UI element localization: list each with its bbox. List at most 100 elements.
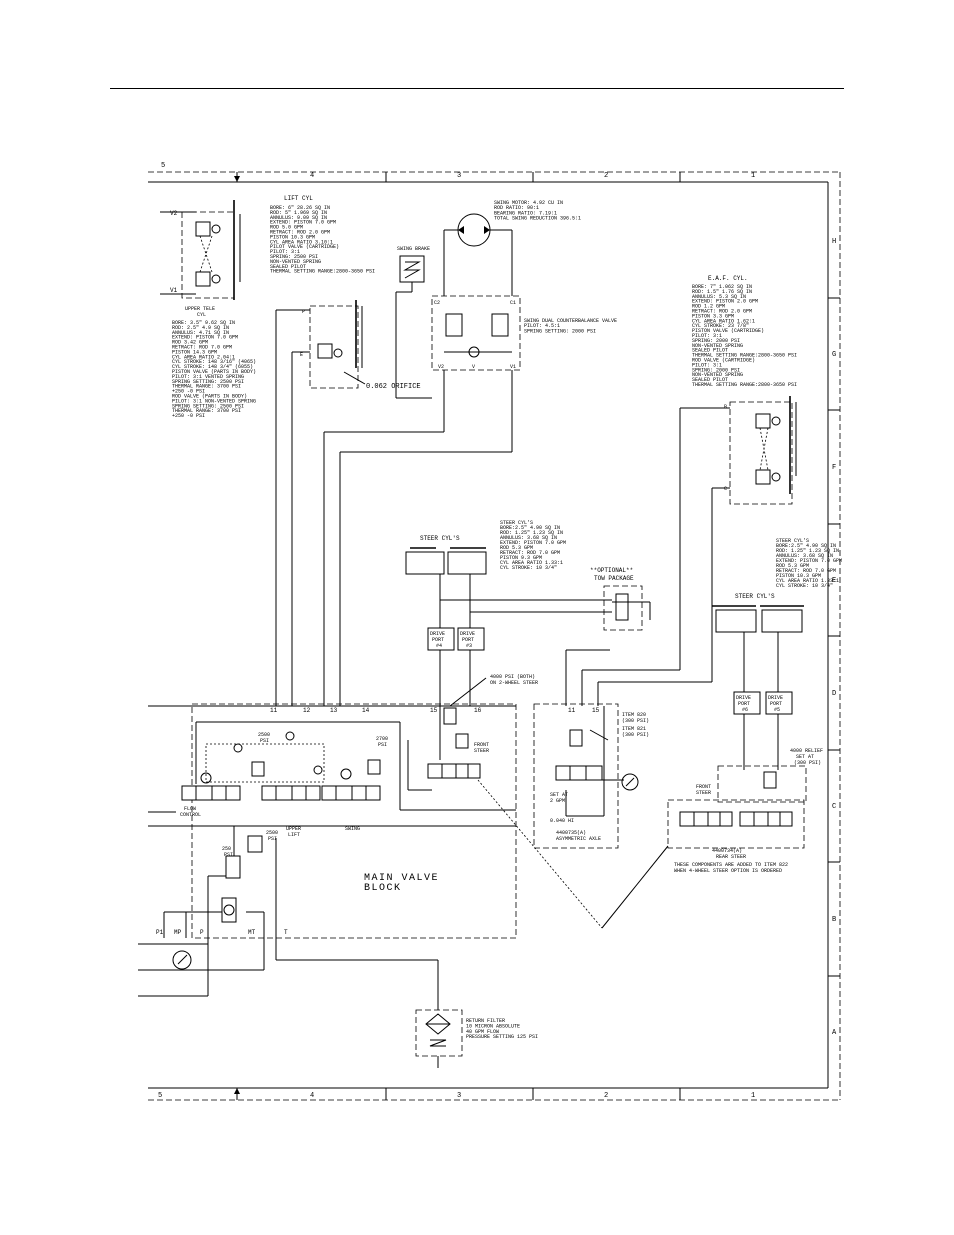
eaf-title: E.A.F. CYL.	[708, 275, 748, 282]
filter-spec-line: RETURN FILTER	[466, 1018, 505, 1024]
swing-port-c1: C1	[510, 300, 516, 306]
aux-gauge-icon	[621, 773, 639, 791]
zone-row-h: H	[832, 238, 836, 246]
eaf-spec-line: RETRACT: ROD 2.0 GPM	[692, 309, 752, 315]
rear-steer-spec-line: PISTON 10.3 GPM	[776, 573, 821, 579]
zone-row-g: G	[832, 351, 836, 359]
aux-flow-l2: 2 GPM	[550, 798, 565, 804]
port-v2: V2	[170, 210, 178, 217]
rear-relief-l1: 4000 RELIEF	[790, 748, 823, 754]
eaf-spec-line: ROD VALVE (CARTRIDGE)	[692, 358, 755, 364]
eaf-port-b: B	[724, 404, 727, 410]
eaf-spec-line: SEALED PILOT	[692, 377, 728, 383]
eaf-spec-line: PILOT: 3:1	[692, 362, 722, 368]
lift-spec-line: BORE: 6" 28.26 SQ IN	[270, 205, 330, 211]
swing-port-c2: C2	[434, 300, 440, 306]
rear-relief-l2: SET AT	[796, 754, 814, 760]
auxiliary-valve: 11 15 ITEM 820 (300 PSI) ITEM 821 (300 P…	[533, 703, 649, 849]
eaf-spec-line: SEALED PILOT	[692, 348, 728, 354]
eaf-spec-line: CYL AREA RATIO 1.62:1	[692, 318, 755, 324]
aux-port-15: 15	[592, 707, 600, 714]
upper-tele-spec-line: +250 -0 PSI	[172, 413, 205, 419]
front-steer-label: STEER CYL'S	[420, 535, 460, 542]
rear-steer-spec-line: ROD: 1.25" 1.23 SQ IN	[776, 548, 839, 554]
rear-steer-spec-line: STEER CYL'S	[776, 538, 809, 544]
rear-steer-valve: 4000 RELIEF SET AT (300 PSI) FRONT STEER…	[477, 706, 823, 929]
aux-item-3: ITEM 821	[622, 726, 646, 732]
port-v1: V1	[170, 287, 178, 294]
upper-lift-l2: LIFT	[288, 832, 300, 838]
rear-steer-label: STEER CYL'S	[735, 593, 775, 600]
mvb-port-11: 11	[270, 707, 278, 714]
tow-line-2: TOW PACKAGE	[594, 575, 634, 582]
eaf-spec-line: CYL STROKE: 23 7/8"	[692, 323, 749, 329]
aux-note-1: 4400735(A)	[556, 830, 586, 836]
filter-spec-line: 40 GPM FLOW	[466, 1029, 499, 1035]
lift-spec-line: ROD: 5" 1.969 SQ IN	[270, 210, 327, 216]
pressure-gauge-icon	[172, 950, 192, 970]
tow-package: **OPTIONAL** TOW PACKAGE	[590, 567, 651, 631]
main-valve-title-2: BLOCK	[364, 883, 402, 894]
lift-spec-line: PILOT VALVE (CARTRIDGE)	[270, 244, 339, 250]
swing-spec-line: BEARING RATIO: 7.19:1	[494, 210, 557, 216]
rear-steer-spec-line: ANNULUS: 3.68 SQ IN	[776, 553, 833, 559]
eaf-spec-line: NON-VENTED SPRING	[692, 372, 743, 378]
upper-tele-spec-line: PISTON 14.3 GPM	[172, 349, 217, 355]
eaf-spec-line: PISTON VALVE (CARTRIDGE)	[692, 328, 764, 334]
rear-footnote-2: WHEN 4-WHEEL STEER OPTION IS ORDERED	[674, 868, 782, 874]
front-port-a-l1: DRIVE	[430, 631, 445, 637]
zone-row-c: C	[832, 803, 836, 811]
relief-3-l2: PSI	[268, 836, 277, 842]
eaf-spec-line: THERMAL SETTING RANGE:2800-3650 PSI	[692, 382, 797, 388]
mvb-port-13: 13	[330, 707, 338, 714]
upper-tele-spec-line: SPRING SETTING: 2500 PSI	[172, 403, 244, 409]
relief-2-l1: 2700	[376, 736, 388, 742]
lift-port-p: P	[302, 309, 305, 315]
zone-col-1: 1	[751, 172, 755, 180]
rear-note-1: 4400734(A)	[712, 848, 742, 854]
front-port-b-l2: PORT	[462, 637, 474, 643]
front-steer-spec-line: RETRACT: ROD 7.0 GPM	[500, 550, 560, 556]
relief-4-l2: PSI	[224, 852, 233, 858]
front-port-b-l1: DRIVE	[460, 631, 475, 637]
zone-col-1: 1	[751, 1092, 755, 1100]
zone-row-e: E	[832, 577, 836, 585]
lift-spec-line: PILOT: 3:1	[270, 249, 300, 255]
swing-valve-label: SWING	[345, 826, 360, 832]
filter-spec-line: PRESSURE SETTING 125 PSI	[466, 1034, 538, 1040]
rear-port-b-l1: DRIVE	[768, 695, 783, 701]
upper-tele-spec-line: PILOT: 3:1 NON-VENTED SPRING	[172, 398, 256, 404]
swing-cb-spec-line: PILOT: 4.5:1	[524, 323, 560, 329]
steer-relief-l1: 4000 PSI (BOTH)	[490, 674, 535, 680]
front-steer-spec-line: STEER CYL'S	[500, 520, 533, 526]
swing-spec-line: ROD RATIO: 90:1	[494, 205, 539, 211]
rear-steer-spec-line: RETRACT: ROD 7.0 GPM	[776, 568, 836, 574]
rear-steer-spec-line: ROD 5.3 GPM	[776, 563, 809, 569]
zone-col-3: 3	[457, 1092, 461, 1100]
eaf-spec-line: ANNULUS: 5.3 SQ IN	[692, 294, 746, 300]
front-port-a-l3: #4	[436, 643, 442, 649]
port-p: P	[200, 929, 204, 936]
zone-row-b: B	[832, 916, 836, 924]
upper-tele-spec-line: THERMAL RANGE: 3700 PSI	[172, 384, 241, 390]
zone-row-d: D	[832, 690, 836, 698]
upper-tele-spec-line: ROD 3.42 GPM	[172, 340, 208, 346]
swing-spec-line: TOTAL SWING REDUCTION 396.5:1	[494, 216, 581, 222]
upper-tele-spec-line: THERMAL RANGE: 3700 PSI	[172, 408, 241, 414]
lift-spec-line: SEALED PILOT	[270, 264, 306, 270]
orifice-label: 0.062 ORIFICE	[366, 383, 421, 391]
swing-spec-line: SWING MOTOR: 4.92 CU IN	[494, 200, 563, 206]
aux-flow-l1: SET AT	[550, 792, 568, 798]
upper-tele-cylinder: V2 V1 UPPER TELE CYL BORE: 3.5" 9.62 SQ …	[160, 200, 256, 419]
hydraulic-lines	[148, 309, 779, 827]
upper-lift-l1: UPPER	[286, 826, 301, 832]
upper-tele-spec-line: CYL STROKE: 148 3/16" (4065)	[172, 359, 256, 365]
swing-port-v1: V1	[510, 364, 516, 370]
